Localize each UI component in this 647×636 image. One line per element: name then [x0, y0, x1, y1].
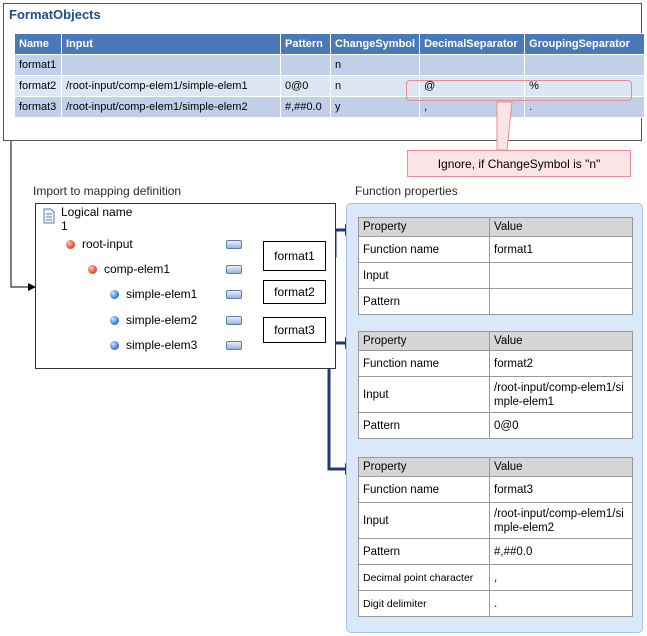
separator-highlight — [406, 80, 632, 101]
value-cell[interactable]: format1 — [489, 236, 633, 263]
property-cell: Input — [358, 376, 490, 413]
column-header-input: Input — [61, 33, 281, 55]
import-label: Import to mapping definition — [33, 184, 182, 198]
column-header-grouping-separator: GroupingSeparator — [524, 33, 646, 55]
property-cell: Function name — [358, 476, 490, 503]
property-cell: Pattern — [358, 538, 490, 565]
property-header: Property — [358, 217, 490, 237]
format1-function-box[interactable]: format1 — [263, 241, 326, 271]
cell-input: /root-input/comp-elem1/simple-elem2 — [61, 96, 281, 118]
cell-name: format1 — [14, 54, 62, 76]
cell-input — [61, 54, 281, 76]
cell-name: format3 — [14, 96, 62, 118]
value-cell[interactable]: format3 — [489, 476, 633, 503]
value-cell[interactable]: /root-input/comp-elem1/simple-elem1 — [489, 376, 633, 413]
connector-port-icon[interactable] — [226, 341, 242, 350]
connector-port-icon[interactable] — [226, 240, 242, 249]
value-header: Value — [489, 217, 633, 237]
format3-function-box[interactable]: format3 — [263, 317, 326, 343]
property-cell: Decimal point character — [358, 564, 490, 591]
callout-note: Ignore, if ChangeSymbol is "n" — [407, 150, 631, 177]
table-row: format3 /root-input/comp-elem1/simple-el… — [14, 96, 646, 118]
cell-change-symbol: n — [329, 54, 421, 76]
format1-properties-table: Property Value Function name format1 Inp… — [358, 217, 633, 315]
callout-pointer — [496, 101, 513, 151]
format3-properties-table: Property Value Function name format3 Inp… — [358, 457, 633, 617]
property-header: Property — [358, 331, 490, 351]
property-cell: Function name — [358, 350, 490, 377]
value-cell[interactable] — [489, 288, 633, 315]
element-node-icon — [88, 265, 97, 274]
function-properties-label: Function properties — [355, 184, 458, 198]
value-cell[interactable]: format2 — [489, 350, 633, 377]
format2-properties-table: Property Value Function name format2 Inp… — [358, 331, 633, 439]
value-cell[interactable]: 0@0 — [489, 412, 633, 439]
value-cell[interactable]: . — [489, 590, 633, 617]
connector-port-icon[interactable] — [226, 265, 242, 274]
column-header-pattern: Pattern — [280, 33, 331, 55]
table-row: format2 /root-input/comp-elem1/simple-el… — [14, 75, 646, 97]
cell-name: format2 — [14, 75, 62, 97]
element-node-icon — [66, 240, 75, 249]
cell-pattern: 0@0 — [280, 75, 331, 97]
column-header-change-symbol: ChangeSymbol — [329, 33, 421, 55]
cell-decimal-separator — [419, 54, 526, 76]
property-cell: Function name — [358, 236, 490, 263]
document-icon — [43, 208, 55, 224]
tree-node-simple-elem1[interactable]: simple-elem1 — [126, 287, 198, 301]
table-header-row: Name Input Pattern ChangeSymbol DecimalS… — [14, 33, 646, 55]
format-objects-table: Name Input Pattern ChangeSymbol DecimalS… — [14, 33, 646, 118]
simple-node-icon — [110, 341, 119, 350]
import-arrow — [10, 141, 36, 291]
column-header-decimal-separator: DecimalSeparator — [419, 33, 526, 55]
simple-node-icon — [110, 316, 119, 325]
tree-node-comp-elem1[interactable]: comp-elem1 — [104, 262, 171, 276]
value-cell[interactable]: /root-input/comp-elem1/simple-elem2 — [489, 502, 633, 539]
cell-pattern: #,##0.0 — [280, 96, 331, 118]
property-cell: Pattern — [358, 288, 490, 315]
value-cell[interactable]: #,##0.0 — [489, 538, 633, 565]
format-objects-title: FormatObjects — [9, 7, 101, 22]
property-cell: Input — [358, 502, 490, 539]
property-cell: Pattern — [358, 412, 490, 439]
connector-port-icon[interactable] — [226, 290, 242, 299]
cell-change-symbol: y — [329, 96, 421, 118]
value-cell[interactable]: , — [489, 564, 633, 591]
tree-node-root-input[interactable]: root-input — [82, 237, 133, 251]
cell-grouping-separator — [524, 54, 646, 76]
cell-grouping-separator: . — [524, 96, 646, 118]
tree-node-simple-elem2[interactable]: simple-elem2 — [126, 313, 198, 327]
tree-node-simple-elem3[interactable]: simple-elem3 — [126, 338, 198, 352]
property-cell: Input — [358, 262, 490, 289]
logical-name-index: 1 — [61, 219, 68, 233]
value-cell[interactable] — [489, 262, 633, 289]
property-cell: Digit delimiter — [358, 590, 490, 617]
simple-node-icon — [110, 290, 119, 299]
property-header: Property — [358, 457, 490, 477]
connector-port-icon[interactable] — [226, 316, 242, 325]
value-header: Value — [489, 457, 633, 477]
value-header: Value — [489, 331, 633, 351]
logical-name-label: Logical name — [61, 205, 133, 219]
table-row: format1 n — [14, 54, 646, 76]
cell-input: /root-input/comp-elem1/simple-elem1 — [61, 75, 281, 97]
format2-function-box[interactable]: format2 — [263, 280, 326, 304]
